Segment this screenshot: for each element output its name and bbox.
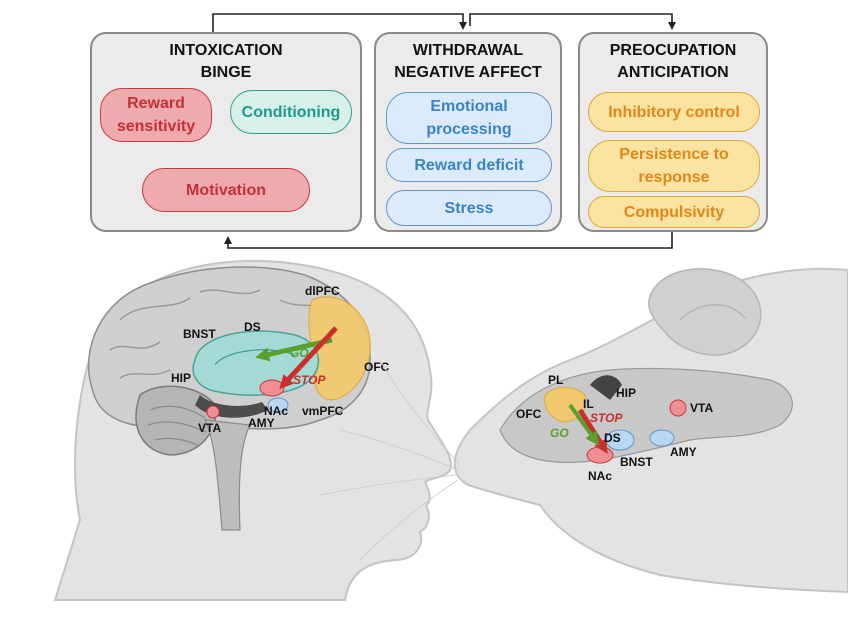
human-head [53, 259, 452, 601]
label-dlpfc: dlPFC [305, 284, 340, 298]
stage-withdrawal-negative-affect: WITHDRAWAL NEGATIVE AFFECT Emotional pro… [374, 32, 562, 232]
rat-label-hip: HIP [616, 386, 636, 400]
rat-head [319, 267, 848, 594]
label-ds: DS [244, 320, 261, 334]
rat-label-vta: VTA [690, 401, 713, 415]
pill-conditioning: Conditioning [230, 90, 352, 134]
rat-label-stop: STOP [590, 411, 623, 425]
rat-label-il: IL [583, 397, 594, 411]
rat-label-nac: NAc [588, 469, 612, 483]
label-bnst: BNST [183, 327, 216, 341]
label-ofc: OFC [364, 360, 390, 374]
label-vmpfc: vmPFC [302, 404, 344, 418]
pill-reward-deficit: Reward deficit [386, 148, 552, 182]
stage-title: WITHDRAWAL NEGATIVE AFFECT [394, 42, 542, 81]
stage-preocupation-anticipation: PREOCUPATION ANTICIPATION Inhibitory con… [578, 32, 768, 232]
rat-label-bnst: BNST [620, 455, 653, 469]
rat-label-ofc: OFC [516, 407, 542, 421]
label-nac: NAc [264, 404, 288, 418]
label-go: GO [290, 346, 309, 360]
pill-stress: Stress [386, 190, 552, 226]
label-stop: STOP [293, 373, 326, 387]
arrow-binge-to-withdrawal [212, 13, 467, 32]
arrow-withdrawal-to-preoccupation [469, 13, 676, 30]
rat-label-pl: PL [548, 373, 563, 387]
label-vta: VTA [198, 421, 221, 435]
cycle-arrows [212, 13, 676, 249]
stage-title: PREOCUPATION ANTICIPATION [609, 42, 737, 81]
pill-persistence-to-response: Persistence to response [588, 140, 760, 192]
stage-title: INTOXICATION BINGE [169, 42, 283, 81]
pill-motivation: Motivation [142, 168, 310, 212]
rat-label-amy: AMY [670, 445, 697, 459]
label-amy: AMY [248, 416, 275, 430]
pill-emotional-processing: Emotional processing [386, 92, 552, 144]
pill-reward-sensitivity: Reward sensitivity [100, 88, 212, 142]
stage-intoxication-binge: INTOXICATION BINGE Reward sensitivity Co… [90, 32, 362, 232]
rat-label-ds: DS [604, 431, 621, 445]
pill-compulsivity: Compulsivity [588, 196, 760, 228]
label-hip: HIP [171, 371, 191, 385]
pill-inhibitory-control: Inhibitory control [588, 92, 760, 132]
arrow-preoccupation-to-binge [224, 232, 673, 249]
rat-label-go: GO [550, 426, 569, 440]
